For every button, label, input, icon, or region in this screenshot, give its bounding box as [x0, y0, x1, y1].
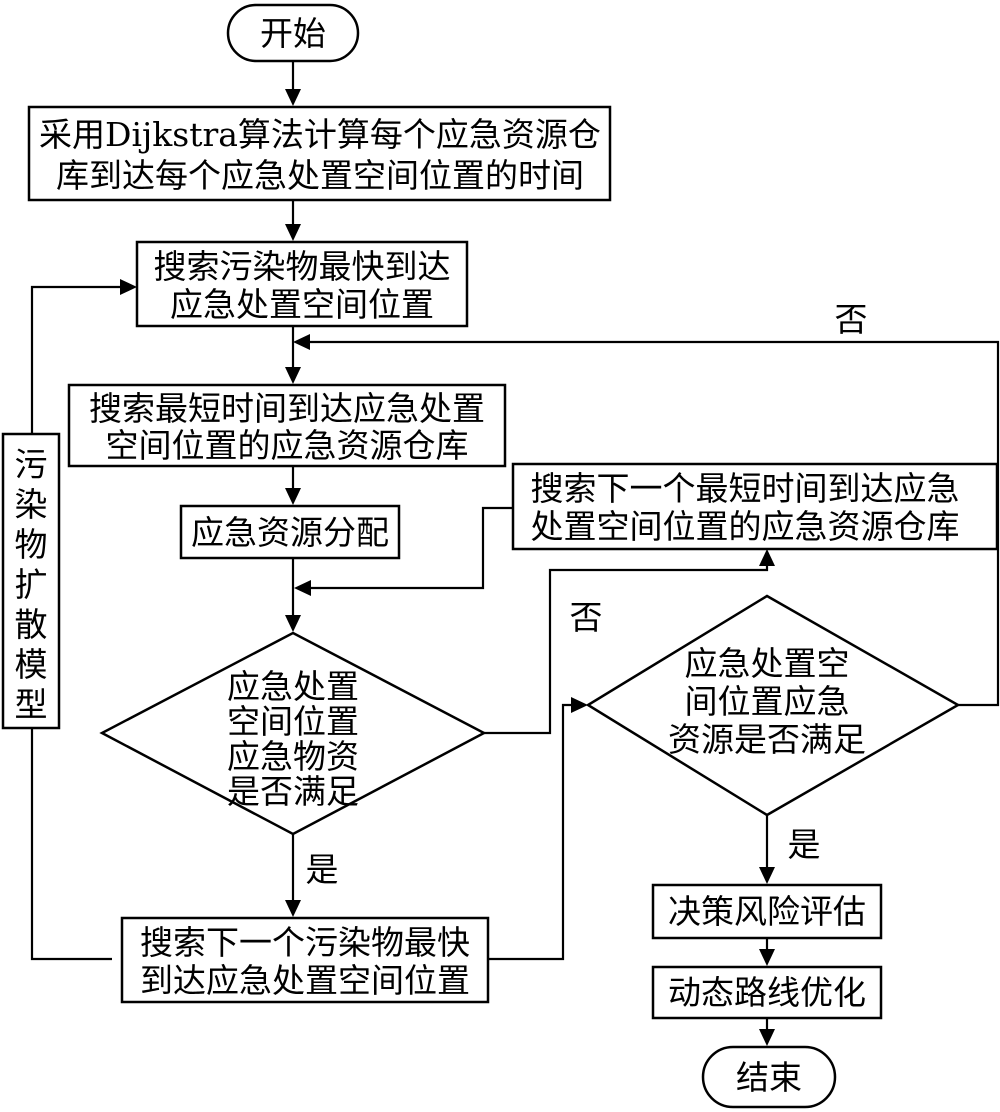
resources-sufficient-decision: 应急处置空 间位置应急 资源是否满足 — [585, 594, 961, 817]
search-next-pollutant-box: 搜索下一个污染物最快 到达应急处置空间位置 — [120, 916, 490, 1004]
search-next-pollutant-line1: 搜索下一个污染物最快 — [140, 923, 470, 962]
model-char: 扩 — [15, 565, 48, 604]
model-char: 散 — [15, 605, 48, 644]
search-next-pollutant-line2: 到达应急处置空间位置 — [140, 961, 470, 1000]
allocate-resources-label: 应急资源分配 — [191, 513, 389, 552]
resources-decision-line1: 应急处置空 — [685, 644, 850, 683]
risk-evaluation-box: 决策风险评估 — [651, 883, 883, 940]
model-char: 型 — [15, 685, 48, 724]
materials-decision-line1: 应急处置 — [227, 667, 359, 706]
no-label-materials: 否 — [570, 598, 603, 637]
search-shortest-warehouse-line1: 搜索最短时间到达应急处置 — [89, 389, 485, 428]
search-fastest-pollutant-box: 搜索污染物最快到达 应急处置空间位置 — [135, 240, 469, 328]
materials-decision-line3: 应急物资 — [227, 737, 359, 776]
end-terminal: 结束 — [701, 1045, 837, 1109]
search-next-warehouse-line2: 处置空间位置的应急资源仓库 — [531, 507, 960, 546]
materials-decision-line2: 空间位置 — [227, 702, 359, 741]
end-label: 结束 — [736, 1058, 802, 1097]
search-shortest-warehouse-box: 搜索最短时间到达应急处置 空间位置的应急资源仓库 — [67, 383, 507, 468]
search-fastest-pollutant-line2: 应急处置空间位置 — [170, 285, 434, 324]
materials-decision-line4: 是否满足 — [227, 772, 359, 811]
route-optimization-label: 动态路线优化 — [668, 973, 866, 1012]
start-label: 开始 — [260, 14, 326, 53]
route-optimization-box: 动态路线优化 — [651, 965, 883, 1020]
model-char: 模 — [15, 645, 48, 684]
start-terminal: 开始 — [226, 3, 360, 63]
dijkstra-step-line1: 采用Dijkstra算法计算每个应急资源仓 — [39, 115, 601, 154]
search-next-warehouse-line1: 搜索下一个最短时间到达应急 — [531, 469, 960, 508]
yes-label-resources: 是 — [788, 825, 821, 864]
yes-label-materials: 是 — [306, 850, 339, 889]
pollution-diffusion-model-box: 污 染 物 扩 散 模 型 — [1, 432, 61, 730]
allocate-resources-box: 应急资源分配 — [179, 504, 401, 560]
dijkstra-step-line2: 库到达每个应急处置空间位置的时间 — [56, 156, 584, 195]
dijkstra-step-box: 采用Dijkstra算法计算每个应急资源仓 库到达每个应急处置空间位置的时间 — [27, 105, 612, 202]
materials-sufficient-decision: 应急处置 空间位置 应急物资 是否满足 — [99, 631, 487, 836]
model-char: 物 — [15, 525, 48, 564]
risk-evaluation-label: 决策风险评估 — [668, 892, 866, 931]
resources-decision-line3: 资源是否满足 — [668, 720, 866, 759]
model-char: 污 — [15, 445, 48, 484]
search-fastest-pollutant-line1: 搜索污染物最快到达 — [154, 247, 451, 286]
model-char: 染 — [15, 485, 48, 524]
no-label-resources: 否 — [835, 300, 868, 339]
search-next-warehouse-box: 搜索下一个最短时间到达应急 处置空间位置的应急资源仓库 — [511, 462, 999, 551]
resources-decision-line2: 间位置应急 — [685, 682, 850, 721]
search-shortest-warehouse-line2: 空间位置的应急资源仓库 — [106, 426, 469, 465]
